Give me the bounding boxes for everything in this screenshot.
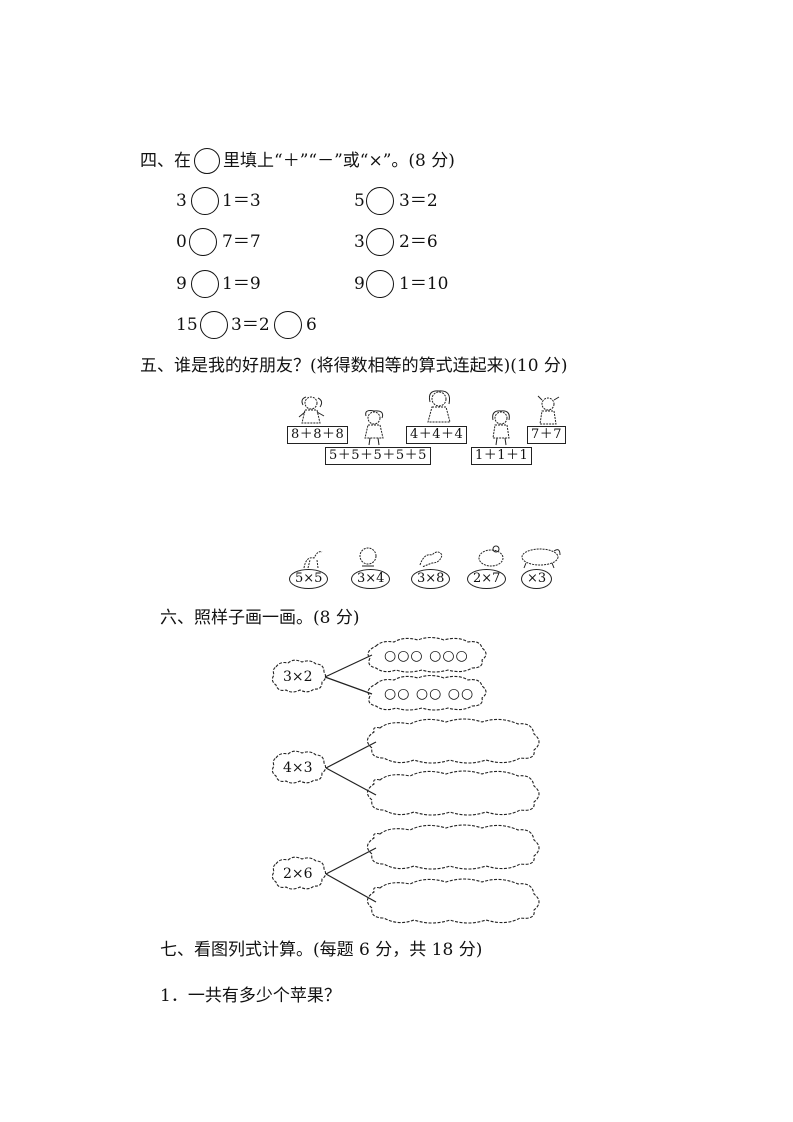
problem-5-a: 9	[176, 274, 187, 294]
cloud-task2-answer-2	[366, 878, 540, 924]
problem-4-a: 3	[354, 232, 365, 252]
task1-expr: 4×3	[283, 760, 313, 776]
answer-circle-4[interactable]	[366, 228, 394, 256]
problem-2-rest: 3＝2	[399, 191, 438, 211]
answer-circle-3[interactable]	[189, 228, 217, 256]
child-figure-icon-5	[537, 395, 560, 425]
answer-circle-sample	[194, 148, 220, 174]
answer-circle-6[interactable]	[366, 270, 394, 298]
animal-icon-4	[478, 545, 504, 567]
problem-7-end: 6	[306, 315, 317, 335]
problem-1-a: 3	[176, 191, 187, 211]
bottom-expr-2[interactable]: 3×4	[351, 569, 391, 589]
section4-title-post: 里填上“＋”“－”或“×”。(8 分)	[223, 151, 455, 171]
animal-icon-1	[303, 551, 323, 569]
problem-3-a: 0	[176, 232, 187, 252]
problem-6-rest: 1＝10	[399, 274, 449, 294]
cloud-task1-expr	[271, 750, 327, 784]
section4-title-pre: 四、在	[140, 151, 191, 171]
cloud-task1-answer-1	[366, 718, 540, 764]
top-expr-4[interactable]: 5＋5＋5＋5＋5	[325, 447, 431, 465]
problem-6-a: 9	[354, 274, 365, 294]
animal-icon-5	[521, 548, 561, 569]
example-answer-2: ○○ ○○ ○○	[384, 686, 475, 702]
task1-answer-area-2[interactable]	[382, 779, 542, 807]
answer-circle-2[interactable]	[366, 187, 394, 215]
section7-title: 七、看图列式计算。(每题 6 分，共 18 分)	[160, 940, 483, 960]
top-expr-2[interactable]: 4＋4＋4	[406, 426, 468, 444]
task2-expr: 2×6	[283, 866, 313, 882]
section5-title: 五、谁是我的好朋友？(将得数相等的算式连起来)(10 分)	[140, 356, 568, 376]
answer-circle-1[interactable]	[191, 187, 219, 215]
task1-answer-area-1[interactable]	[382, 727, 542, 755]
cloud-task2-answer-1	[366, 824, 540, 870]
problem-1-rest: 1＝3	[222, 191, 261, 211]
animal-icon-2	[359, 547, 377, 567]
child-figure-icon-3	[427, 390, 451, 423]
answer-circle-7b[interactable]	[274, 311, 302, 339]
bottom-expr-3[interactable]: 3×8	[411, 569, 451, 589]
section6-title: 六、照样子画一画。(8 分)	[160, 608, 360, 628]
problem-7-mid: 3＝2	[231, 315, 270, 335]
cloud-task1-answer-2	[366, 770, 540, 816]
child-figure-icon-2	[364, 410, 384, 446]
answer-circle-7a[interactable]	[200, 311, 228, 339]
example-expr: 3×2	[283, 669, 313, 685]
bottom-expr-4[interactable]: 2×7	[467, 569, 507, 589]
child-figure-icon-1	[298, 396, 325, 424]
bottom-expr-5[interactable]: ×3	[521, 569, 553, 589]
problem-4-rest: 2＝6	[399, 232, 438, 252]
cloud-example-answer-1	[367, 636, 487, 673]
question-1: 1．一共有多少个苹果？	[160, 986, 341, 1006]
problem-5-rest: 1＝9	[222, 274, 261, 294]
top-expr-3[interactable]: 7＋7	[527, 426, 567, 444]
animal-icon-3	[419, 551, 443, 568]
cloud-example-answer-2	[367, 674, 487, 711]
cloud-task2-expr	[271, 856, 327, 890]
task2-answer-area-2[interactable]	[382, 887, 542, 915]
problem-2-a: 5	[354, 191, 365, 211]
task2-answer-area-1[interactable]	[382, 833, 542, 861]
cloud-example-expr	[271, 659, 327, 693]
top-expr-5[interactable]: 1＋1＋1	[471, 447, 533, 465]
child-figure-icon-4	[492, 410, 510, 446]
bottom-expr-1[interactable]: 5×5	[289, 569, 329, 589]
answer-circle-5[interactable]	[191, 270, 219, 298]
example-answer-1: ○○○ ○○○	[384, 648, 469, 664]
problem-7-a: 15	[176, 315, 198, 335]
section4-title: 四、在 里填上“＋”“－”或“×”。(8 分)	[140, 148, 455, 174]
problem-3-rest: 7＝7	[222, 232, 261, 252]
top-expr-1[interactable]: 8＋8＋8	[287, 426, 349, 444]
